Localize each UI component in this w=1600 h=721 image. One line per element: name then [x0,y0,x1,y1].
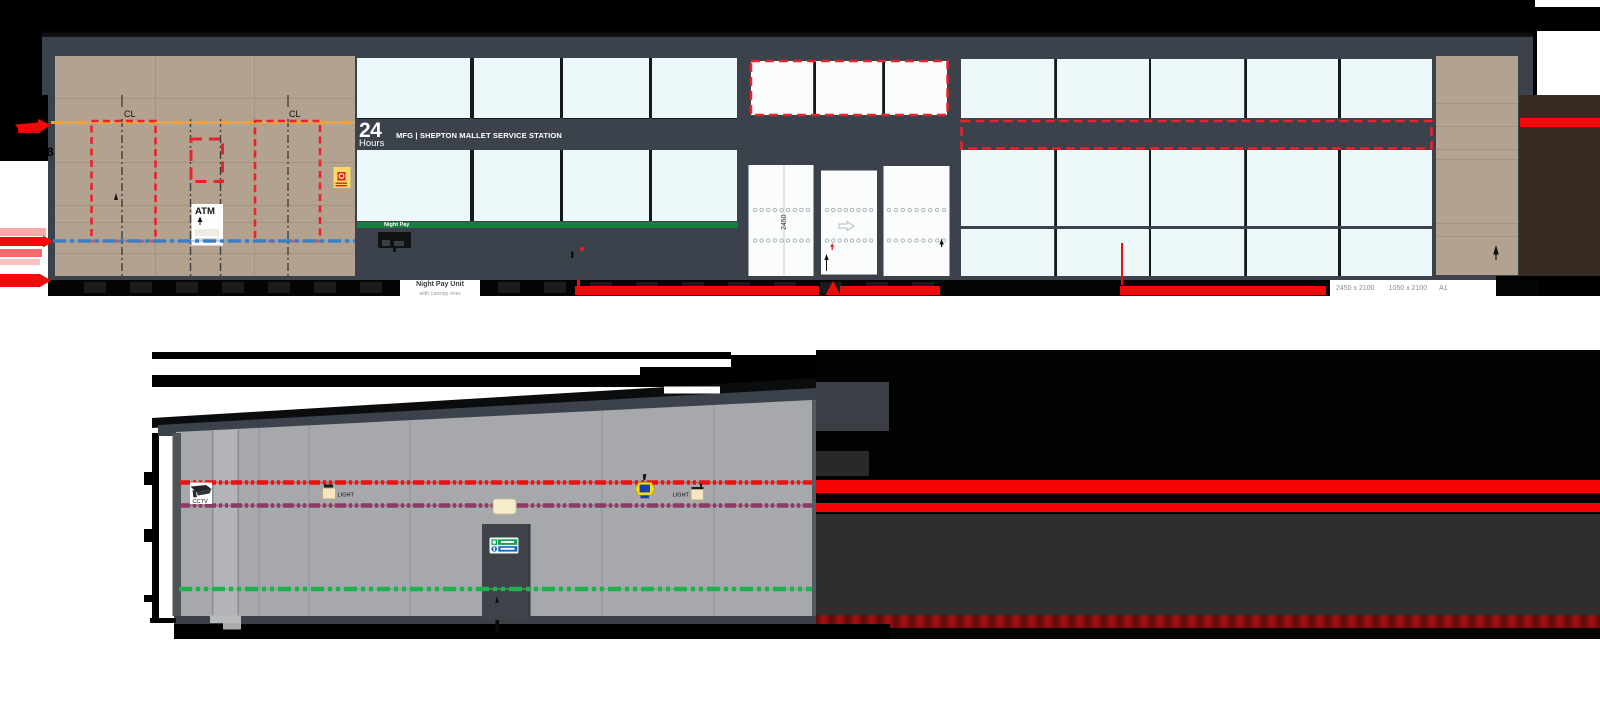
svg-text:2450: 2450 [781,214,788,230]
svg-text:CCTV: CCTV [193,499,208,505]
svg-text:ATM: ATM [195,206,215,217]
svg-text:CL: CL [289,109,301,119]
svg-text:8: 8 [47,145,54,159]
svg-text:LIGHT: LIGHT [338,493,355,499]
svg-text:CL: CL [124,109,136,119]
svg-text:LIGHT: LIGHT [673,493,690,499]
